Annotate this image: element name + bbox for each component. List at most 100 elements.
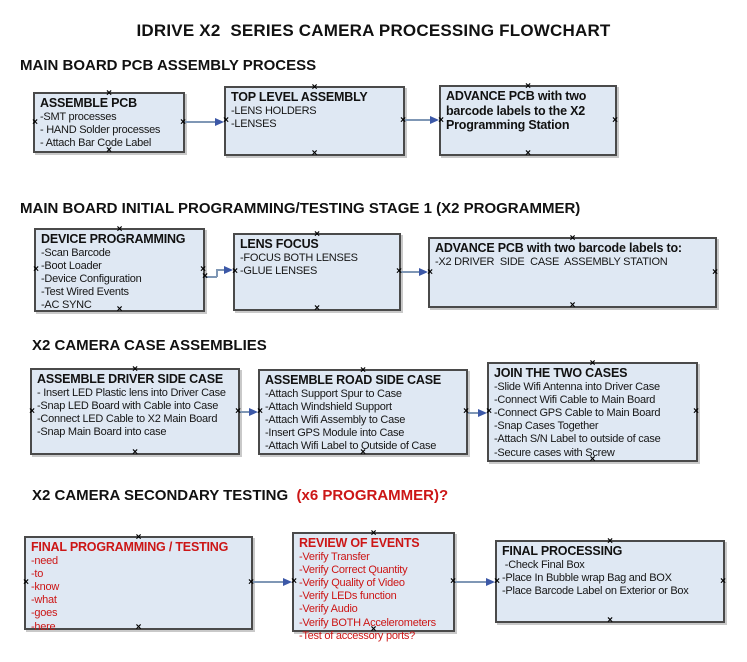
selection-handle-icon[interactable]: × [607, 536, 613, 547]
box-title: ASSEMBLE PCB [40, 96, 137, 110]
box-lens-focus[interactable]: LENS FOCUS-FOCUS BOTH LENSES-GLUE LENSES… [232, 229, 402, 314]
box-item: -goes [31, 607, 58, 620]
box-title: ADVANCE PCB with two barcode labels to t… [446, 89, 587, 132]
selection-handle-icon[interactable]: × [370, 528, 377, 539]
box-top-level-assembly[interactable]: TOP LEVEL ASSEMBLY-LENS HOLDERS-LENSES××… [223, 82, 406, 159]
arrowhead-icon [430, 116, 439, 124]
box-item: -X2 DRIVER SIDE CASE ASSEMBLY STATION [435, 255, 668, 268]
box-item: - Insert LED Plastic lens into Driver Ca… [37, 386, 226, 399]
connector-line [205, 276, 217, 278]
selection-handle-icon[interactable]: × [589, 358, 596, 369]
selection-handle-icon[interactable]: × [525, 148, 531, 159]
selection-handle-icon[interactable]: × [360, 365, 366, 376]
selection-handle-icon[interactable]: × [311, 82, 318, 93]
box-item: -Attach Windshield Support [265, 400, 392, 413]
selection-handle-icon[interactable]: × [314, 303, 320, 314]
selection-handle-icon[interactable]: × [525, 81, 531, 92]
selection-handle-icon[interactable]: × [116, 304, 123, 315]
section-header-text: MAIN BOARD PCB ASSEMBLY PROCESS [20, 57, 317, 74]
selection-handle-icon[interactable]: × [450, 576, 456, 587]
selection-handle-icon[interactable]: × [202, 271, 208, 282]
selection-handle-icon[interactable]: × [291, 576, 297, 587]
selection-handle-icon[interactable]: × [106, 88, 112, 99]
section-header: X2 CAMERA CASE ASSEMBLIES [32, 337, 267, 354]
selection-handle-icon[interactable]: × [248, 577, 254, 588]
selection-handle-icon[interactable]: × [106, 145, 112, 156]
box-item: -need [31, 554, 58, 567]
selection-handle-icon[interactable]: × [232, 266, 238, 277]
selection-handle-icon[interactable]: × [400, 115, 406, 126]
selection-handle-icon[interactable]: × [235, 405, 241, 417]
box-item: -Test of accessory ports? [299, 629, 416, 642]
box-assemble-pcb[interactable]: ASSEMBLE PCB-SMT processes- HAND Solder … [32, 88, 186, 156]
selection-handle-icon[interactable]: × [23, 577, 29, 588]
selection-handle-icon[interactable]: × [427, 266, 433, 278]
box-assemble-driver-side-case[interactable]: ASSEMBLE DRIVER SIDE CASE- Insert LED Pl… [29, 364, 241, 458]
box-item: -Device Configuration [41, 272, 142, 285]
box-title: JOIN THE TWO CASES [494, 366, 628, 380]
connector-line [405, 119, 432, 121]
connector-line [216, 269, 226, 271]
selection-handle-icon[interactable]: × [132, 364, 138, 375]
selection-handle-icon[interactable]: × [720, 575, 726, 587]
selection-handle-icon[interactable]: × [486, 406, 492, 417]
box-device-programming[interactable]: DEVICE PROGRAMMING-Scan Barcode-Boot Loa… [33, 224, 206, 315]
selection-handle-icon[interactable]: × [200, 264, 206, 275]
box-item: -Place In Bubble wrap Bag and BOX [502, 571, 672, 584]
selection-handle-icon[interactable]: × [223, 115, 229, 126]
selection-handle-icon[interactable]: × [32, 116, 38, 128]
box-item: -what [31, 594, 57, 607]
selection-handle-icon[interactable]: × [360, 447, 366, 458]
box-title: TOP LEVEL ASSEMBLY [231, 90, 368, 104]
selection-handle-icon[interactable]: × [438, 114, 444, 126]
arrowhead-icon [486, 578, 495, 586]
box-title: ASSEMBLE ROAD SIDE CASE [265, 373, 441, 387]
selection-handle-icon[interactable]: × [370, 624, 377, 635]
box-final-processing[interactable]: FINAL PROCESSING -Check Final Box-Place … [494, 536, 726, 626]
box-item: -Check Final Box [502, 558, 585, 571]
selection-handle-icon[interactable]: × [135, 532, 142, 543]
selection-handle-icon[interactable]: × [116, 224, 123, 235]
box-advance-pcb-with-two-barcode-labels-to[interactable]: ADVANCE PCB with two barcode labels to:-… [427, 233, 718, 311]
box-item: -Verify BOTH Accelerometers [299, 616, 436, 629]
box-item: -Verify Transfer [299, 550, 370, 563]
selection-handle-icon[interactable]: × [494, 575, 500, 587]
selection-handle-icon[interactable]: × [135, 622, 142, 633]
selection-handle-icon[interactable]: × [607, 615, 613, 626]
section-header: MAIN BOARD INITIAL PROGRAMMING/TESTING S… [20, 200, 580, 217]
selection-handle-icon[interactable]: × [29, 405, 35, 417]
selection-handle-icon[interactable]: × [257, 406, 263, 417]
box-item: -here [31, 620, 56, 633]
box-review-of-events[interactable]: REVIEW OF EVENTS-Verify Transfer-Verify … [291, 528, 456, 642]
box-final-programming-testing[interactable]: FINAL PROGRAMMING / TESTING-need-to-know… [23, 532, 254, 633]
selection-handle-icon[interactable]: × [712, 266, 718, 278]
selection-handle-icon[interactable]: × [693, 406, 699, 417]
selection-handle-icon[interactable]: × [314, 229, 320, 240]
selection-handle-icon[interactable]: × [612, 114, 618, 126]
selection-handle-icon[interactable]: × [463, 406, 469, 417]
box-assemble-road-side-case[interactable]: ASSEMBLE ROAD SIDE CASE-Attach Support S… [257, 365, 469, 458]
box-item: -Secure cases with Screw [494, 446, 615, 459]
selection-handle-icon[interactable]: × [396, 266, 402, 277]
selection-handle-icon[interactable]: × [180, 116, 186, 128]
selection-handle-icon[interactable]: × [33, 264, 39, 275]
box-item: -to [31, 567, 44, 580]
selection-handle-icon[interactable]: × [311, 148, 318, 159]
selection-handle-icon[interactable]: × [569, 233, 576, 244]
selection-handle-icon[interactable]: × [589, 454, 596, 465]
connector-line [185, 121, 217, 123]
selection-handle-icon[interactable]: × [569, 300, 576, 311]
box-item: -LENS HOLDERS [231, 104, 317, 117]
box-item: -Connect Wifi Cable to Main Board [494, 393, 656, 406]
box-join-the-two-cases[interactable]: JOIN THE TWO CASES-Slide Wifi Antenna in… [486, 358, 699, 465]
arrowhead-icon [249, 408, 258, 416]
arrowhead-icon [215, 118, 224, 126]
box-item: -Attach Wifi Label to Outside of Case [265, 440, 437, 453]
box-item: -Snap Main Board into case [37, 426, 167, 439]
selection-handle-icon[interactable]: × [132, 447, 138, 458]
box-advance-pcb-with-two-barcode-labels-to-t[interactable]: ADVANCE PCB with two barcode labels to t… [438, 81, 618, 159]
box-item: -Slide Wifi Antenna into Driver Case [494, 380, 660, 393]
box-item: - HAND Solder processes [40, 123, 161, 136]
box-item: -LENSES [231, 117, 277, 130]
